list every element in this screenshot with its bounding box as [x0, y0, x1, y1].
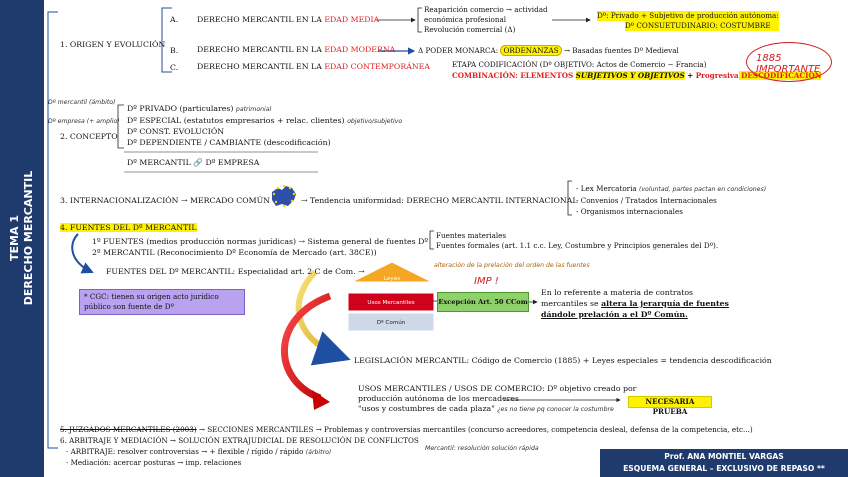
hw-alteracion: alteración de la prelación del orden de … [434, 262, 590, 269]
concepto-item: Dº ESPECIAL (estatutos empresarios + rel… [127, 116, 402, 128]
hw-empresa: Dº empresa (+ amplio) [48, 118, 120, 125]
section-6-title: 6. ARBITRAJE Y MEDIACIÓN → SOLUCIÓN EXTR… [60, 436, 419, 445]
list-item: - Lex Mercatoria (voluntad, partes pacta… [576, 183, 766, 195]
section-4-title: 4. FUENTES DEL Dº MERCANTIL [60, 223, 197, 232]
edad-media-summary: Dº: Privado + Subjetivo de producción au… [597, 11, 779, 31]
fuentes-2: 2º MERCANTIL (Reconocimiento Dº Economía… [92, 248, 377, 257]
fuentes-types: Fuentes materiales Fuentes formales (art… [436, 231, 718, 251]
important-note: 1885 IMPORTANTE [756, 53, 848, 75]
fuentes-especialidad: FUENTES DEL Dº MERCANTIL: Especialidad a… [106, 267, 365, 276]
edad-moderna-row: DERECHO MERCANTIL EN LA EDAD MODERNA [197, 45, 395, 54]
eu-map-icon [268, 182, 300, 210]
section-2-title: 2. CONCEPTO [60, 132, 118, 141]
edad-media-notes: Reaparición comercio → actividad económi… [424, 5, 548, 35]
hw-imp: IMP ! [474, 276, 499, 287]
edad-contemporanea-label: EDAD CONTEMPORÁNEA [324, 62, 430, 71]
contratos-note: En lo referente a materia de contratos m… [541, 287, 729, 320]
edad-media-label: EDAD MEDIA [324, 15, 379, 24]
usos-mercantiles: USOS MERCANTILES / USOS DE COMERCIO: Dº … [358, 384, 636, 415]
prueba-badge: NECESARIA PRUEBA [628, 396, 712, 408]
mercantil-empresa-link: Dº MERCANTIL 🔗 Dº EMPRESA [127, 158, 259, 167]
concepto-item: Dº DEPENDIENTE / CAMBIANTE (descodificac… [127, 138, 402, 149]
hw-mediacion: Mercantil: resolución solución rápida [425, 445, 539, 452]
footer-subtitle: ESQUEMA GENERAL – EXCLUSIVO DE REPASO ** [600, 463, 848, 475]
edad-moderna-label: EDAD MODERNA [324, 45, 395, 54]
arbitraje-item: · ARBITRAJE: resolver controversias → + … [66, 447, 331, 456]
legislacion-mercantil: LEGISLACIÓN MERCANTIL: Código de Comerci… [354, 356, 772, 365]
exception-box: Excepción Art. 50 CCom [437, 292, 529, 312]
concepto-list: Dº PRIVADO (particulares) patrimonial Dº… [127, 104, 402, 148]
section-5: 5. JUZGADOS MERCANTILES (2003) → SECCION… [60, 425, 753, 434]
edad-media-row: DERECHO MERCANTIL EN LA EDAD MEDIA [197, 15, 379, 24]
concepto-item: Dº PRIVADO (particulares) patrimonial [127, 104, 402, 116]
author: Prof. ANA MONTIEL VARGAS [600, 451, 848, 463]
internacional-list: - Lex Mercatoria (voluntad, partes pacta… [576, 183, 766, 217]
edad-moderna-note: Δ PODER MONARCA: ORDENANZAS → Basadas fu… [418, 46, 679, 55]
label-b: B. [170, 46, 178, 55]
label-c: C. [170, 63, 178, 72]
footer-credit: Prof. ANA MONTIEL VARGAS ESQUEMA GENERAL… [600, 449, 848, 477]
edad-contemporanea-row: DERECHO MERCANTIL EN LA EDAD CONTEMPORÁN… [197, 62, 430, 71]
list-item: - Convenios / Tratados Internacionales [576, 195, 766, 206]
section-3-title: 3. INTERNACIONALIZACIÓN → MERCADO COMÚN [60, 196, 270, 205]
mediacion-item: · Mediación: acercar posturas → imp. rel… [66, 458, 241, 467]
concepto-item: Dº CONST. EVOLUCIÓN [127, 127, 402, 138]
cgc-note: * CGC: tienen su origen acto jurídico pú… [79, 289, 245, 315]
main-bracket [48, 12, 58, 448]
label-a: A. [170, 15, 178, 24]
section-1-title: 1. ORIGEN Y EVOLUCIÓN [60, 40, 165, 49]
codificacion-note: ETAPA CODIFICACIÓN (Dº OBJETIVO: Actos d… [452, 60, 707, 69]
hw-mercantil: Dº mercantil (ámbito) [48, 99, 115, 106]
fuentes-1: 1º FUENTES (medios producción normas jur… [92, 237, 428, 246]
list-item: - Organismos internacionales [576, 206, 766, 217]
tendencia-uniformidad: → Tendencia uniformidad: DERECHO MERCANT… [301, 196, 578, 205]
